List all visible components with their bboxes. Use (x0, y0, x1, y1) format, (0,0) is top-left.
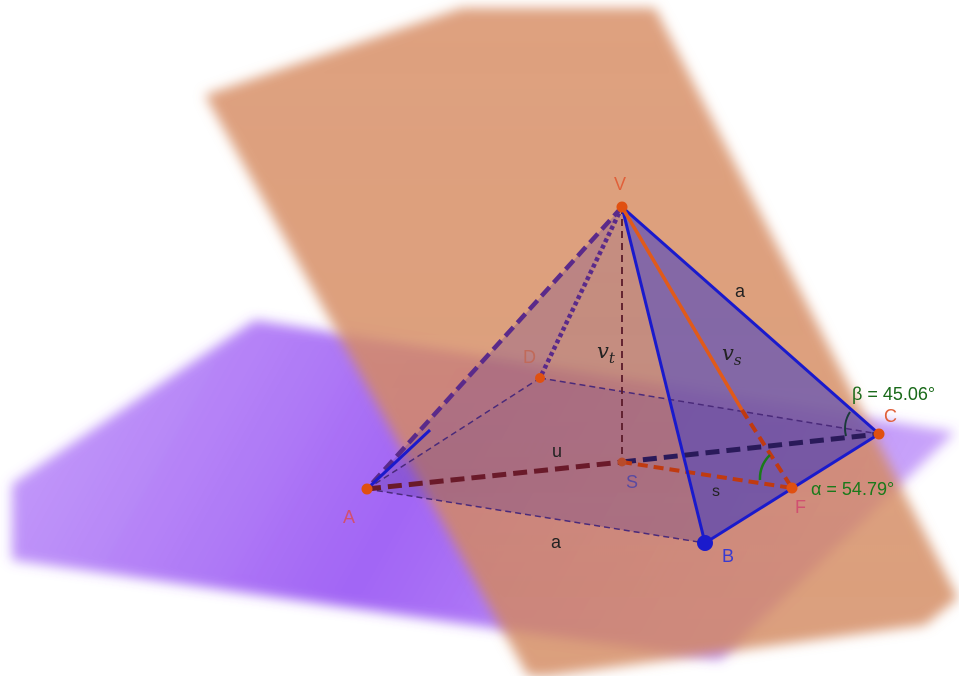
edge-vd-dashed (537, 206, 625, 379)
label-v: V (614, 174, 626, 194)
edge-ab-solid-left (365, 428, 432, 491)
point-v[interactable] (616, 201, 628, 213)
face-vbc (622, 207, 879, 543)
label-half-diagonal: u (552, 441, 562, 461)
point-s[interactable] (617, 457, 627, 467)
label-edge-vc: a (735, 281, 746, 301)
label-s: S (626, 472, 638, 492)
diagonal-sc (621, 431, 880, 465)
edge-dc-dashed (539, 377, 880, 435)
label-f: F (795, 497, 806, 517)
label-d: D (523, 347, 536, 367)
edge-vc-solid (621, 205, 880, 436)
label-angle-alpha: α = 54.79° (811, 479, 894, 499)
edge-vb-solid (620, 206, 707, 544)
label-segment-s: s (712, 483, 720, 500)
angle-arc-beta (844, 411, 851, 437)
label-angle-beta: β = 45.06° (852, 384, 935, 404)
segment-sf (621, 460, 793, 490)
label-b: B (722, 546, 734, 566)
point-a[interactable] (361, 483, 373, 495)
angle-arc-alpha (758, 454, 771, 481)
edge-va-dashed (365, 205, 624, 491)
edge-ad-dashed (366, 377, 541, 490)
label-c: C (884, 406, 897, 426)
point-f[interactable] (786, 482, 798, 494)
point-b[interactable] (697, 535, 713, 551)
label-edge-ab: a (551, 532, 562, 552)
point-d[interactable] (535, 373, 545, 383)
point-c[interactable] (873, 428, 885, 440)
diagonal-as (366, 459, 623, 492)
apothem-vf-solid (620, 206, 744, 411)
label-height-vt: vt (597, 339, 616, 367)
cut-plane (205, 8, 958, 676)
label-apothem-vs: vs (722, 341, 742, 369)
label-a: A (343, 507, 355, 527)
edge-ab-dashed (366, 488, 706, 544)
